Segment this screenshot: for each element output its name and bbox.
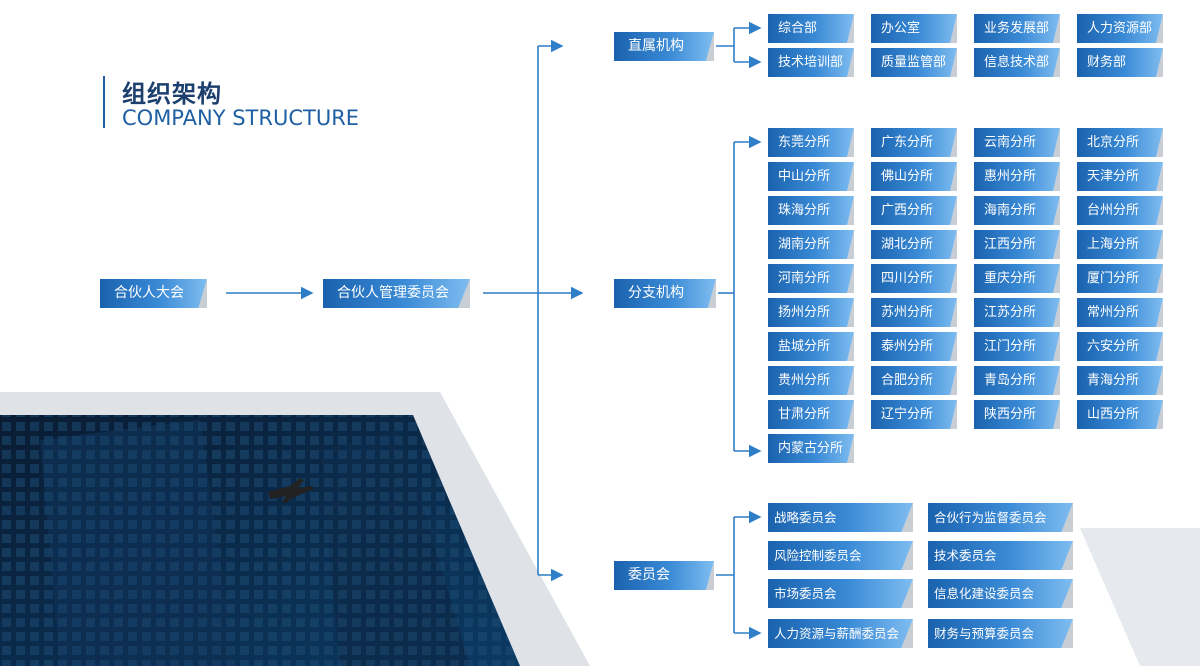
department-node: 综合部	[768, 14, 854, 43]
department-node: 业务发展部	[974, 14, 1060, 43]
branch-office-node: 天津分所	[1077, 162, 1163, 191]
branch-office-node: 四川分所	[871, 264, 957, 293]
branch-office-node: 东莞分所	[768, 128, 854, 157]
department-node: 财务部	[1077, 48, 1163, 77]
department-node: 办公室	[871, 14, 957, 43]
committee-node: 技术委员会	[928, 541, 1073, 570]
box-shadow	[901, 503, 913, 532]
branch-office-node: 重庆分所	[974, 264, 1060, 293]
branch-office-node: 台州分所	[1077, 196, 1163, 225]
box-shadow	[1053, 196, 1060, 225]
branch-office-node: 珠海分所	[768, 196, 854, 225]
department-node: 人力资源部	[1077, 14, 1163, 43]
page-title: 组织架构	[122, 79, 222, 108]
branch-office-node: 苏州分所	[871, 298, 957, 327]
box-shadow	[1053, 366, 1060, 395]
box-shadow	[1156, 162, 1163, 191]
box-shadow	[1156, 264, 1163, 293]
branch-office-node: 河南分所	[768, 264, 854, 293]
box-shadow	[1053, 14, 1060, 43]
branch-office-node: 江西分所	[974, 230, 1060, 259]
box-shadow	[1053, 298, 1060, 327]
branch-office-node: 广西分所	[871, 196, 957, 225]
node-partners-assembly: 合伙人大会	[100, 279, 207, 308]
node-branch-offices: 分支机构	[614, 279, 716, 308]
branch-office-node: 盐城分所	[768, 332, 854, 361]
branch-office-node: 湖南分所	[768, 230, 854, 259]
node-committees: 委员会	[614, 561, 714, 590]
box-shadow	[1053, 264, 1060, 293]
box-shadow	[901, 579, 913, 608]
page-subtitle: COMPANY STRUCTURE	[122, 106, 360, 130]
box-shadow	[1053, 332, 1060, 361]
branch-office-node: 海南分所	[974, 196, 1060, 225]
committee-node: 信息化建设委员会	[928, 579, 1073, 608]
box-shadow	[1156, 196, 1163, 225]
department-node: 质量监管部	[871, 48, 957, 77]
branch-office-node: 云南分所	[974, 128, 1060, 157]
branch-office-node: 青岛分所	[974, 366, 1060, 395]
branch-office-node: 六安分所	[1077, 332, 1163, 361]
box-shadow	[1156, 400, 1163, 429]
box-shadow	[1156, 332, 1163, 361]
box-shadow	[1156, 128, 1163, 157]
box-shadow	[1053, 230, 1060, 259]
box-shadow	[1156, 230, 1163, 259]
box-shadow	[1053, 48, 1060, 77]
branch-office-node: 上海分所	[1077, 230, 1163, 259]
committee-node: 市场委员会	[768, 579, 913, 608]
branch-office-node: 辽宁分所	[871, 400, 957, 429]
branch-office-node: 常州分所	[1077, 298, 1163, 327]
branch-office-node: 陕西分所	[974, 400, 1060, 429]
box-shadow	[1156, 14, 1163, 43]
branch-office-node: 北京分所	[1077, 128, 1163, 157]
box-shadow	[1053, 400, 1060, 429]
branch-office-node: 扬州分所	[768, 298, 854, 327]
branch-office-node: 中山分所	[768, 162, 854, 191]
box-shadow	[1156, 366, 1163, 395]
box-shadow	[1053, 162, 1060, 191]
branch-office-node: 甘肃分所	[768, 400, 854, 429]
box-shadow	[901, 541, 913, 570]
box-shadow	[1053, 128, 1060, 157]
branch-office-node: 惠州分所	[974, 162, 1060, 191]
branch-office-node: 青海分所	[1077, 366, 1163, 395]
box-shadow	[1156, 48, 1163, 77]
committee-node: 财务与预算委员会	[928, 619, 1073, 648]
committee-node: 人力资源与薪酬委员会	[768, 619, 913, 648]
branch-office-node: 广东分所	[871, 128, 957, 157]
branch-office-node: 湖北分所	[871, 230, 957, 259]
title-accent-bar	[103, 76, 105, 128]
branch-office-node: 江苏分所	[974, 298, 1060, 327]
branch-office-node: 山西分所	[1077, 400, 1163, 429]
branch-office-node: 江门分所	[974, 332, 1060, 361]
branch-office-node: 内蒙古分所	[768, 434, 854, 463]
department-node: 信息技术部	[974, 48, 1060, 77]
branch-office-node: 佛山分所	[871, 162, 957, 191]
department-node: 技术培训部	[768, 48, 854, 77]
branch-office-node: 贵州分所	[768, 366, 854, 395]
branch-office-node: 厦门分所	[1077, 264, 1163, 293]
branch-office-node: 泰州分所	[871, 332, 957, 361]
committee-node: 风险控制委员会	[768, 541, 913, 570]
branch-office-node: 合肥分所	[871, 366, 957, 395]
node-direct-institutions: 直属机构	[614, 32, 714, 61]
box-shadow	[1156, 298, 1163, 327]
committee-node: 合伙行为监督委员会	[928, 503, 1073, 532]
node-management-committee: 合伙人管理委员会	[323, 279, 470, 308]
box-shadow	[901, 619, 913, 648]
committee-node: 战略委员会	[768, 503, 913, 532]
